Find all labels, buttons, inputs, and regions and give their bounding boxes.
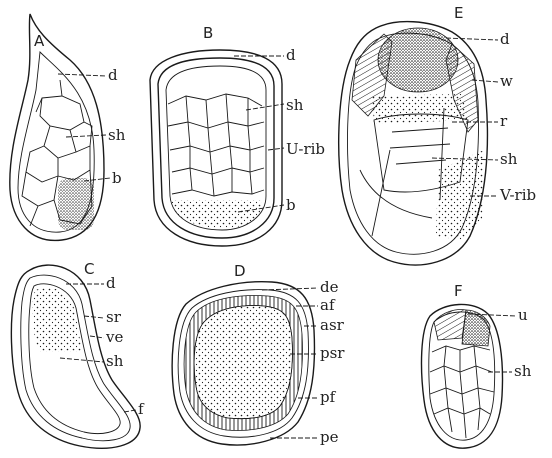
panel-e-dotted-lower bbox=[436, 150, 484, 240]
panel-f-dotted-apex bbox=[462, 310, 490, 346]
panel-b-label-sh: sh bbox=[286, 96, 304, 114]
panel-d-label-asr: asr bbox=[320, 316, 345, 334]
panel-d: D de af asr psr pf pe bbox=[172, 262, 345, 446]
panel-e-label-r: r bbox=[500, 112, 508, 130]
panel-d-leader-de bbox=[262, 288, 318, 290]
panel-c-label-d: d bbox=[106, 274, 116, 292]
panel-e-leader-w bbox=[472, 80, 498, 82]
panel-a-label-sh: sh bbox=[108, 126, 126, 144]
panel-d-label-af: af bbox=[320, 296, 336, 314]
panel-f-hatched-apex bbox=[434, 310, 466, 341]
panel-c-letter: C bbox=[84, 260, 94, 278]
panel-f: F u sh bbox=[422, 282, 532, 448]
panel-f-cell-network bbox=[430, 346, 494, 438]
panel-c-leader-sh bbox=[60, 358, 104, 362]
panel-a-label-d: d bbox=[108, 66, 118, 84]
panel-e-letter: E bbox=[454, 4, 463, 22]
panel-d-label-de: de bbox=[320, 278, 339, 296]
panel-d-dotted-core bbox=[194, 306, 292, 419]
panel-e-label-sh: sh bbox=[500, 150, 518, 168]
panel-c-label-sr: sr bbox=[106, 308, 122, 326]
panel-a-dotted-base bbox=[58, 178, 94, 230]
panel-a-label-b: b bbox=[112, 169, 122, 187]
panel-b: B d sh U-rib b bbox=[150, 24, 325, 246]
panel-e-dotted-band bbox=[372, 94, 468, 124]
panel-c-label-sh: sh bbox=[106, 352, 124, 370]
panel-d-letter: D bbox=[234, 262, 246, 280]
panel-b-letter: B bbox=[203, 24, 213, 42]
panel-e-label-w: w bbox=[500, 72, 513, 90]
panel-c: C d sr ve sh f bbox=[11, 260, 145, 448]
panel-c-label-ve: ve bbox=[105, 328, 123, 346]
panel-b-label-b: b bbox=[286, 196, 296, 214]
panel-e: E d w r sh V-rib bbox=[339, 4, 536, 265]
panel-d-label-pf: pf bbox=[320, 388, 337, 406]
panel-d-label-pe: pe bbox=[320, 428, 339, 446]
panel-b-label-d: d bbox=[286, 46, 296, 64]
panel-e-dotted-apex bbox=[378, 28, 458, 92]
panel-d-label-psr: psr bbox=[320, 344, 345, 362]
panel-e-label-v-rib: V-rib bbox=[499, 186, 536, 204]
panel-c-dotted-region bbox=[32, 287, 82, 352]
panel-e-label-d: d bbox=[500, 30, 510, 48]
panel-f-label-u: u bbox=[518, 306, 528, 324]
panel-c-label-f: f bbox=[138, 400, 145, 418]
panel-e-leader-d bbox=[446, 38, 498, 40]
panel-f-letter: F bbox=[454, 282, 463, 300]
panel-b-label-u-rib: U-rib bbox=[286, 140, 325, 158]
panel-e-v-rib bbox=[360, 150, 432, 236]
panel-b-leader-sh bbox=[246, 104, 284, 110]
panel-a: A d sh b bbox=[10, 14, 126, 240]
panel-f-label-sh: sh bbox=[514, 362, 532, 380]
